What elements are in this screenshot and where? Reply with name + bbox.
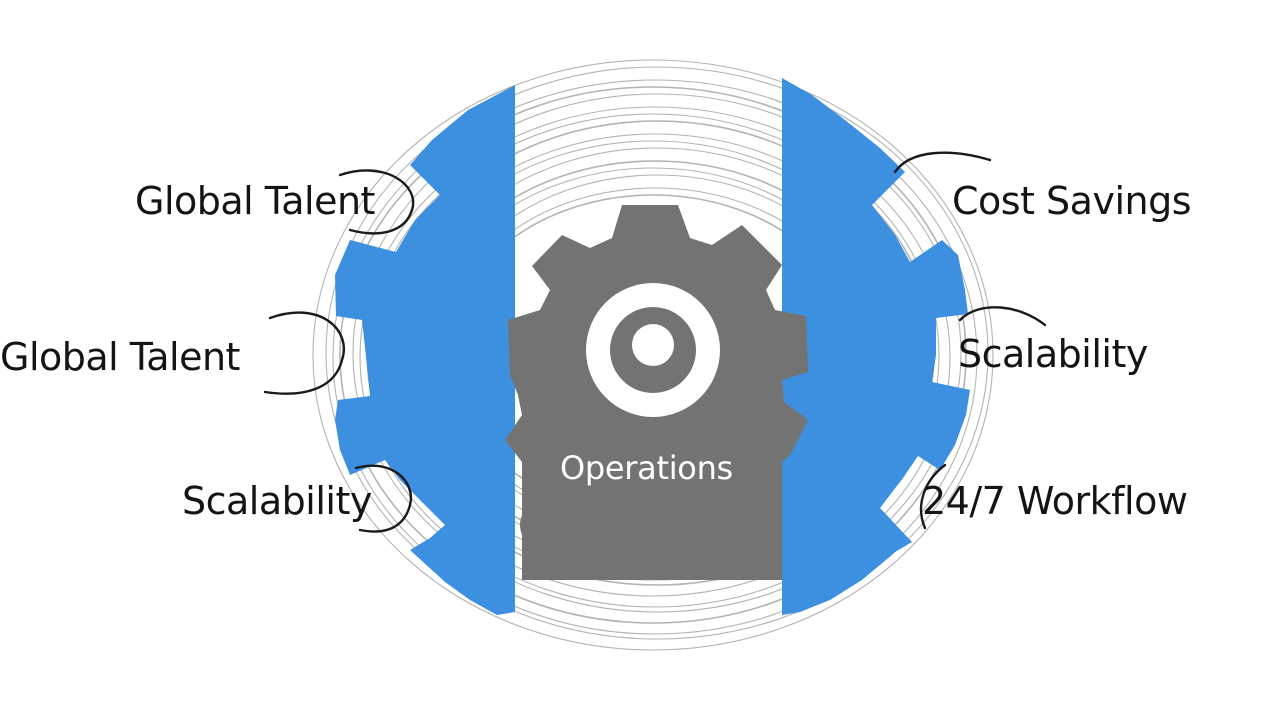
ring-line — [312, 59, 994, 651]
left-label-global-talent-2: Global Talent — [0, 335, 240, 379]
label-bracket-curve — [263, 311, 345, 395]
label-brackets — [263, 151, 1047, 533]
ring-line — [352, 93, 962, 613]
right-gear-arc — [782, 78, 970, 615]
right-label-cost-savings: Cost Savings — [952, 179, 1192, 223]
ring-line — [325, 66, 989, 640]
label-bracket-curve — [354, 464, 413, 533]
left-label-global-talent: Global Talent — [135, 179, 375, 223]
center-label-operations: Operations — [560, 449, 733, 487]
label-bracket-curve — [919, 463, 947, 530]
left-label-scalability: Scalability — [182, 479, 372, 523]
left-gear-arc — [335, 85, 515, 615]
right-label-24-7-workflow: 24/7 Workflow — [922, 479, 1188, 523]
right-label-scalability: Scalability — [958, 332, 1148, 376]
ring-line — [339, 86, 967, 624]
label-bracket-curve — [958, 306, 1047, 327]
label-bracket-curve — [338, 169, 415, 235]
ring-line — [359, 106, 951, 608]
ring-line — [332, 79, 978, 635]
label-bracket-curve — [893, 151, 992, 174]
gear-hole — [632, 324, 674, 366]
